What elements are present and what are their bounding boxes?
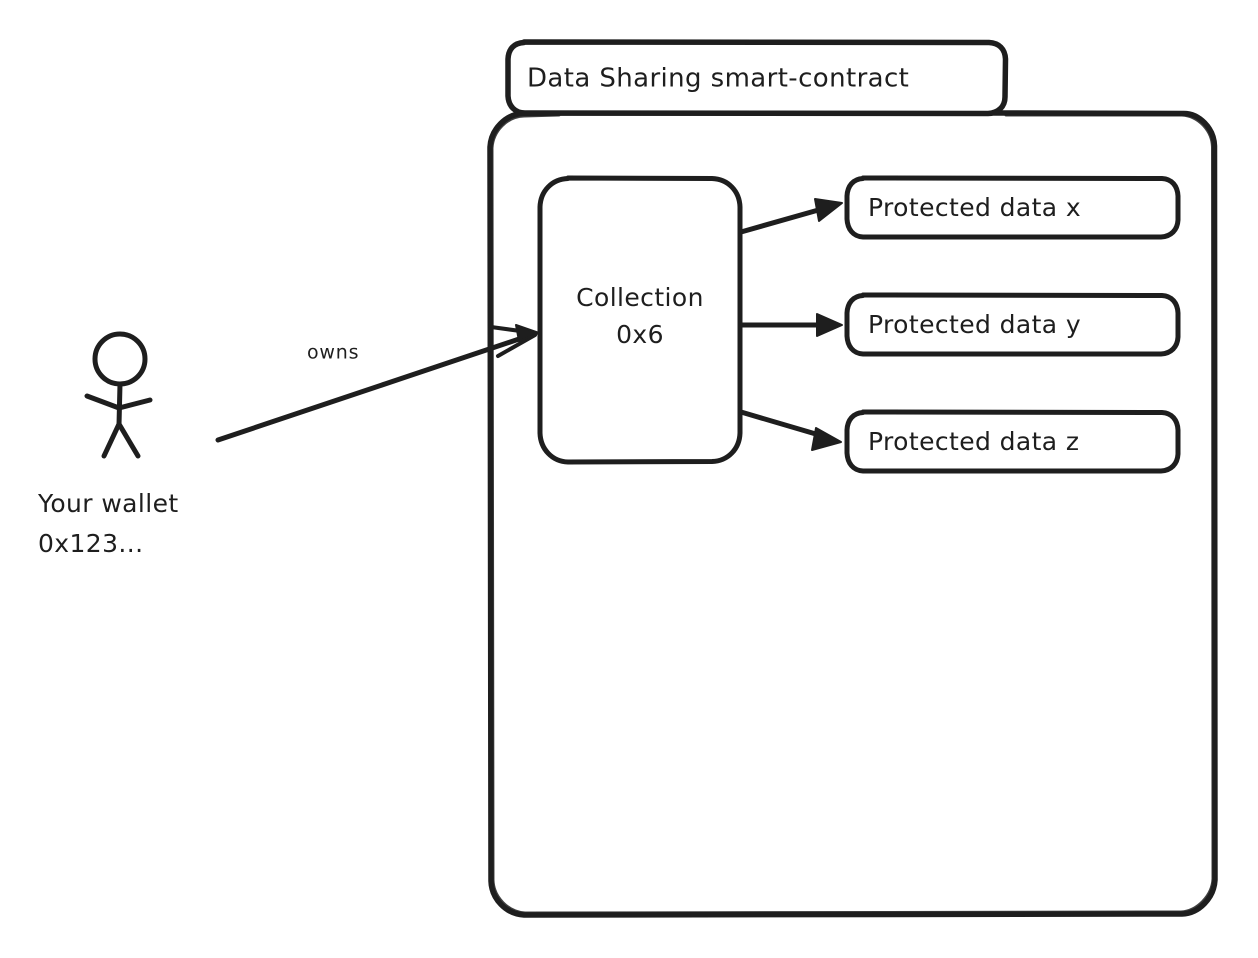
contract-title: Data Sharing smart-contract xyxy=(527,64,909,94)
arrow-collection-to-protected-data-z xyxy=(738,409,842,451)
actor-arm-left xyxy=(84,393,122,411)
collection-label-line2: 0x6 xyxy=(616,320,664,349)
actor-leg-right xyxy=(116,421,141,459)
protected-data-z-label: Protected data z xyxy=(868,427,1079,456)
wallet-label-line1: Your wallet xyxy=(37,489,179,518)
wallet-label-line2: 0x123... xyxy=(38,529,143,558)
actor-head-icon xyxy=(92,331,148,387)
edge-label-owns: owns xyxy=(307,342,359,364)
protected-data-y-label: Protected data y xyxy=(868,310,1081,339)
actor-body xyxy=(116,381,123,428)
actor-leg-left xyxy=(101,421,122,459)
collection-node[interactable]: Collection 0x6 xyxy=(537,175,743,465)
protected-data-x-node[interactable]: Protected data x xyxy=(844,175,1181,240)
contract-title-badge[interactable]: Data Sharing smart-contract xyxy=(505,39,1009,117)
protected-data-y-node[interactable]: Protected data y xyxy=(844,292,1181,357)
arrow-collection-to-protected-data-x xyxy=(738,198,843,235)
arrow-collection-to-protected-data-y xyxy=(738,313,843,337)
arrow-wallet-owns-collection xyxy=(215,324,540,443)
protected-data-x-label: Protected data x xyxy=(868,193,1081,222)
wallet-label: Your wallet 0x123... xyxy=(37,489,179,558)
collection-label-line1: Collection xyxy=(576,283,704,312)
wallet-actor-figure[interactable] xyxy=(84,331,153,459)
actor-arm-right xyxy=(116,397,153,411)
protected-data-z-node[interactable]: Protected data z xyxy=(844,409,1181,474)
